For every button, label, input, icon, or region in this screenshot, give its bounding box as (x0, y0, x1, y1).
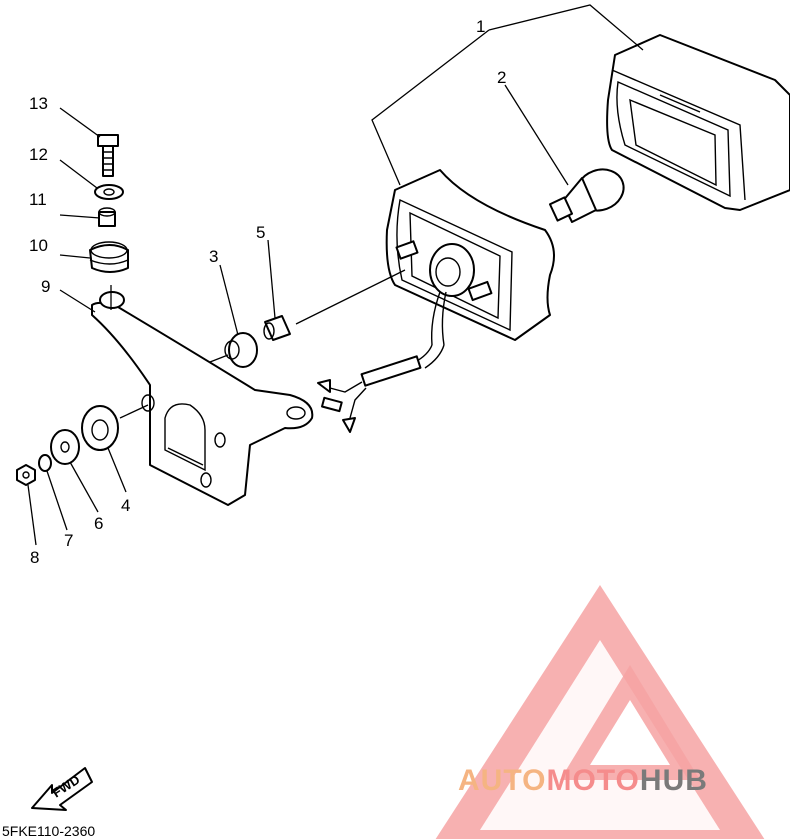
bolt-13 (97, 134, 119, 177)
callout-1: 1 (476, 17, 485, 36)
callout-10: 10 (29, 236, 48, 255)
callout-13: 13 (29, 94, 48, 113)
callout-6: 6 (94, 514, 103, 533)
watermark-text: AUTOMOTOHUB (458, 764, 708, 797)
watermark-logo (435, 585, 765, 839)
diagram-code: 5FKE110-2360 (2, 823, 95, 839)
taillight-lens (606, 34, 790, 211)
callout-5: 5 (256, 223, 265, 242)
callout-4: 4 (121, 496, 130, 515)
grommet-10 (89, 241, 129, 273)
bulb (548, 168, 625, 223)
callout-11: 11 (29, 190, 47, 209)
watermark-moto: MOTO (546, 764, 639, 797)
callout-2: 2 (497, 68, 506, 87)
collar-4 (81, 405, 119, 451)
callout-8: 8 (30, 548, 39, 567)
callout-12: 12 (29, 145, 48, 164)
callout-3: 3 (209, 247, 218, 266)
mounting-bracket (91, 291, 314, 506)
washer-6 (50, 429, 80, 465)
fwd-arrow: FWD (31, 767, 93, 811)
wire-harness (317, 344, 445, 433)
collar-3 (224, 332, 258, 368)
watermark-hub: HUB (640, 764, 708, 797)
collar-11 (98, 207, 116, 227)
washer-12 (94, 184, 124, 200)
callouts: 1 2 3 4 5 6 7 8 9 10 11 12 13 (29, 17, 506, 567)
spacer-5 (263, 315, 291, 341)
callout-9: 9 (41, 277, 50, 296)
watermark-auto: AUTO (458, 764, 546, 797)
leader-lines (27, 4, 644, 546)
callout-7: 7 (64, 531, 73, 550)
lock-washer-7 (38, 454, 52, 472)
nut-8 (16, 464, 36, 486)
taillight-housing (385, 169, 555, 346)
